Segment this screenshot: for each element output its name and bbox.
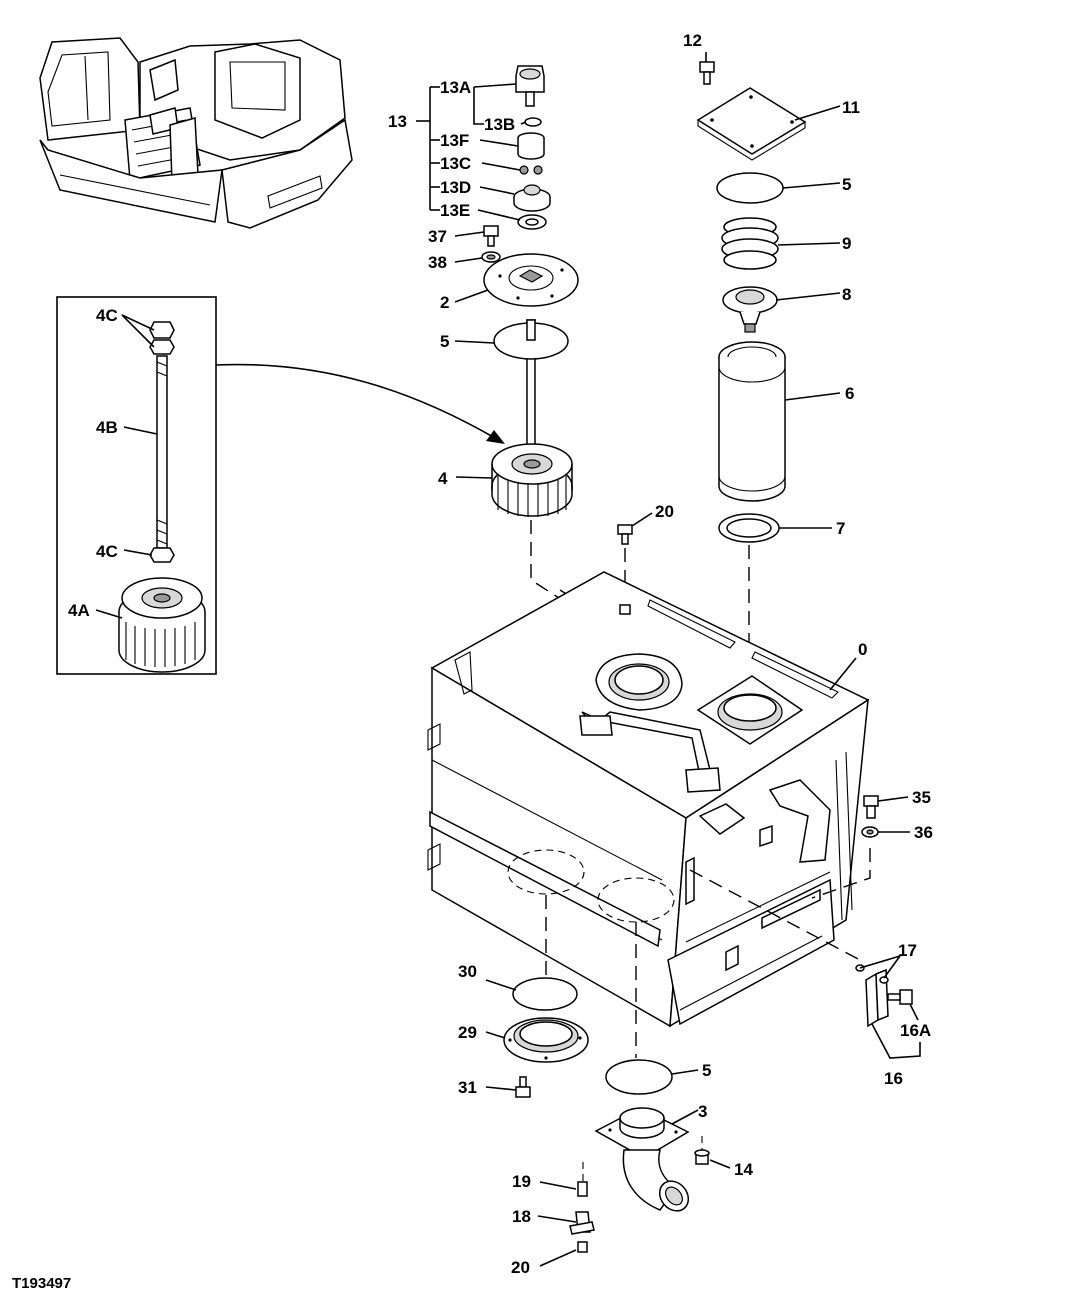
label-4C-bottom: 4C [96,542,118,561]
label-7: 7 [836,519,845,538]
bolt-31 [515,1076,531,1098]
label-13C: 13C [440,154,471,173]
label-19: 19 [512,1172,531,1191]
clamp-18 [569,1211,595,1235]
label-13A: 13A [440,78,471,97]
label-16A: 16A [900,1021,931,1040]
label-35: 35 [912,788,931,807]
nut-4C-top [149,321,175,355]
label-16: 16 [884,1069,903,1088]
adapter-13F [517,132,545,160]
label-17: 17 [898,941,917,960]
label-36: 36 [914,823,933,842]
suction-pipe-3 [594,1107,690,1212]
label-4C-top: 4C [96,306,118,325]
gasket-30 [512,977,578,1011]
hydraulic-tank-0 [427,571,870,1028]
label-37: 37 [428,227,447,246]
label-2: 2 [440,293,449,312]
label-31: 31 [458,1078,477,1097]
label-3: 3 [698,1102,707,1121]
tie-rod-4B [156,355,168,549]
o-ring-13B [524,117,542,127]
filter-element-4 [491,443,573,517]
nut-4C-bottom [149,547,175,563]
label-5-lower: 5 [702,1061,711,1080]
filter-cartridge-4A [118,577,206,673]
label-0: 0 [858,640,867,659]
label-18: 18 [512,1207,531,1226]
cover-2 [483,253,579,307]
washer-38 [481,251,501,263]
bolt-20-bottom [577,1241,588,1253]
label-30: 30 [458,962,477,981]
leader-lines [95,52,921,1267]
o-ring-5-upper-right [716,172,784,204]
inset-frame [56,296,217,675]
breather-13A [515,65,545,107]
figure-id: T193497 [12,1275,71,1292]
plug-19 [577,1162,588,1197]
cover-plate-11 [696,87,807,161]
label-14: 14 [734,1160,753,1179]
o-ring-5-lower [605,1059,673,1095]
cover-29 [503,1017,589,1063]
label-4: 4 [438,469,448,488]
inset-callout-arrow [215,363,496,439]
washer-36 [861,826,879,838]
bolt-16A [887,989,913,1005]
ring-7 [718,513,780,543]
bolt-20-top [617,524,633,545]
screws-13C [519,165,543,175]
label-11: 11 [842,98,860,117]
bracket-16 [865,968,889,1028]
bolt-14 [694,1149,710,1165]
label-13D: 13D [440,178,471,197]
label-12: 12 [683,31,702,50]
gasket-13E [517,214,547,230]
label-13E: 13E [440,201,470,220]
label-13: 13 [388,112,407,131]
label-5-upper-left: 5 [440,332,449,351]
label-29: 29 [458,1023,477,1042]
bolt-37 [483,225,499,247]
label-13F: 13F [440,131,469,150]
label-20-top: 20 [655,502,674,521]
spring-9 [721,217,779,270]
callout-labels: 0 2 3 4 4A 4B 4C 4C 5 5 5 6 7 8 9 11 12 … [12,31,933,1292]
bolt-12 [699,61,715,85]
label-6: 6 [845,384,854,403]
label-13B: 13B [484,115,515,134]
label-4B: 4B [96,418,118,437]
label-20-bottom: 20 [511,1258,530,1277]
excavator-locator-illustration [39,37,353,229]
bolt-35 [863,795,879,819]
label-9: 9 [842,234,851,253]
label-38: 38 [428,253,447,272]
filter-element-6 [718,341,786,502]
label-5-upper-right: 5 [842,175,851,194]
label-4A: 4A [68,601,90,620]
valve-8 [722,286,778,333]
flange-13D [513,184,551,212]
label-8: 8 [842,285,851,304]
